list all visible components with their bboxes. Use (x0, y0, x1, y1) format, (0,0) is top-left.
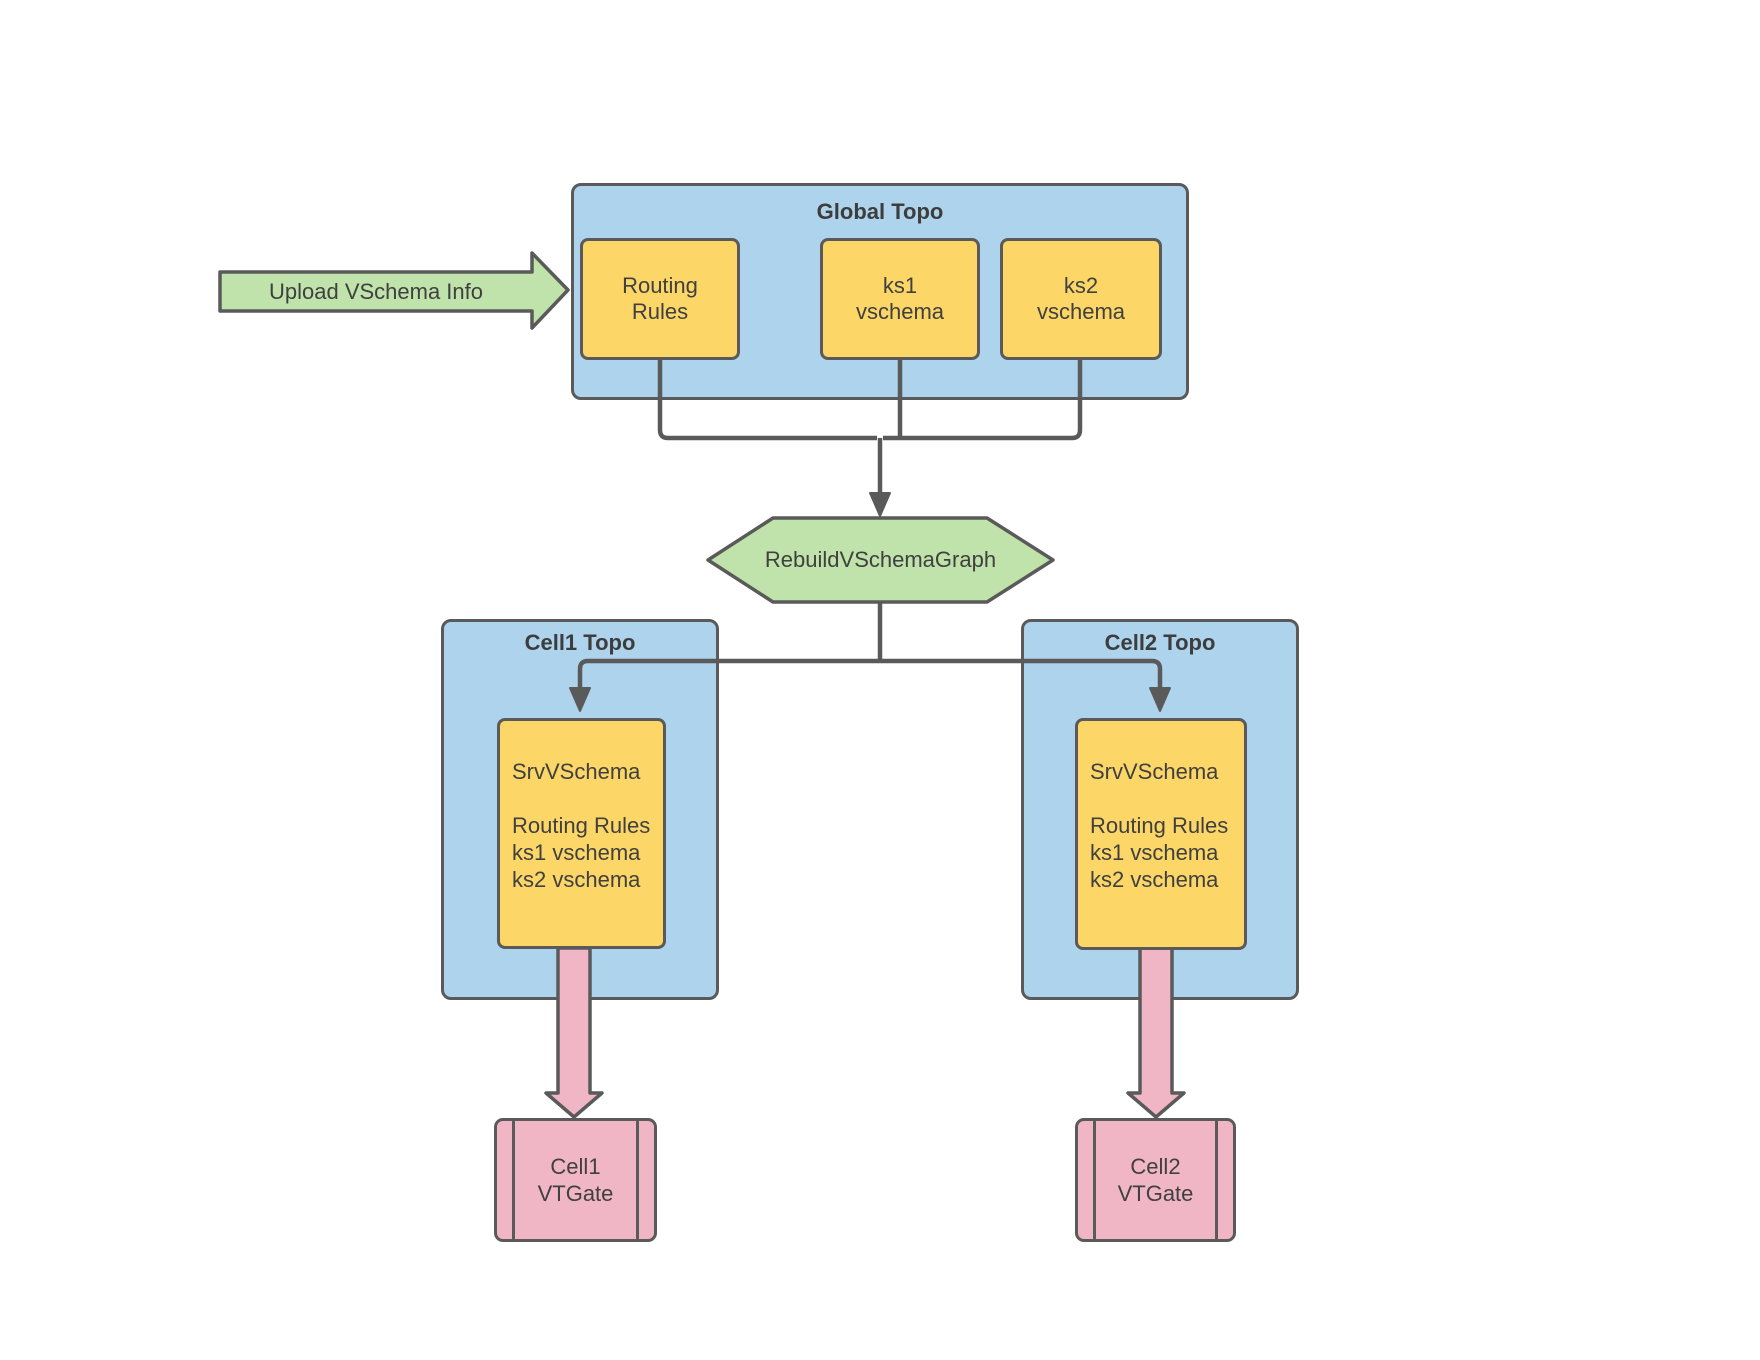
global-bus-left-connector (657, 357, 877, 441)
routing-rules-box: Routing Rules (580, 238, 740, 360)
ks2-vschema-label: ks2 vschema (1036, 273, 1126, 324)
cell1-vtgate-label: Cell1 VTGate (537, 1154, 614, 1206)
cell2-ks2-vschema-line: ks2 vschema (1090, 867, 1219, 892)
cell2-vtgate-box: Cell2 VTGate (1075, 1118, 1236, 1242)
rebuild-vschemagraph-label: RebuildVSchemaGraph (764, 547, 997, 572)
cell1-srvvschema-content: SrvVSchema Routing Rules ks1 vschema ks2… (500, 721, 663, 893)
cells-bus-right-connector (880, 658, 1163, 691)
ks1-vschema-label: ks1 vschema (855, 273, 945, 324)
spacer (1090, 785, 1238, 812)
cell2-routing-rules-line: Routing Rules (1090, 813, 1229, 838)
rebuild-hexagon-shape (706, 516, 1055, 604)
upload-arrow-shape (218, 251, 570, 330)
vtgate-side-bar (636, 1120, 639, 1240)
cell1-routing-rules-line: Routing Rules (512, 813, 651, 838)
vtgate-side-bar (1215, 1120, 1218, 1240)
vtgate-side-bar (512, 1120, 515, 1240)
upload-arrow-label: Upload VSchema Info (268, 278, 484, 304)
cell2-srvvschema-content: SrvVSchema Routing Rules ks1 vschema ks2… (1078, 721, 1244, 893)
cell1-srvvschema-header: SrvVSchema (512, 759, 641, 784)
cell1-srvvschema-box: SrvVSchema Routing Rules ks1 vschema ks2… (497, 718, 666, 949)
cell1-vtgate-arrow-shape (544, 946, 604, 1119)
cell2-srvvschema-header: SrvVSchema (1090, 759, 1219, 784)
ks1-vschema-box: ks1 vschema (820, 238, 980, 360)
cell1-vtgate-box: Cell1 VTGate (494, 1118, 657, 1242)
cells-bus-left-connector (577, 658, 880, 691)
cell2-ks1-vschema-line: ks1 vschema (1090, 840, 1219, 865)
cell2-topo-title: Cell2 Topo (1104, 630, 1216, 655)
cell1-topo-title: Cell1 Topo (524, 630, 636, 655)
rebuild-arrowhead-icon (869, 492, 891, 517)
cell1-arrowhead-icon (569, 687, 591, 712)
cell2-vtgate-arrow-shape (1126, 946, 1186, 1119)
cell2-srvvschema-box: SrvVSchema Routing Rules ks1 vschema ks2… (1075, 718, 1247, 950)
cell1-ks2-vschema-line: ks2 vschema (512, 867, 641, 892)
routing-rules-label: Routing Rules (622, 273, 698, 324)
global-topo-title: Global Topo (816, 199, 944, 224)
global-bus-right-connector (883, 357, 1083, 441)
ks2-vschema-box: ks2 vschema (1000, 238, 1162, 360)
cell2-vtgate-label: Cell2 VTGate (1117, 1154, 1194, 1206)
vtgate-side-bar (1093, 1120, 1096, 1240)
cell2-arrowhead-icon (1149, 687, 1171, 712)
spacer (512, 785, 657, 812)
cell1-ks1-vschema-line: ks1 vschema (512, 840, 641, 865)
